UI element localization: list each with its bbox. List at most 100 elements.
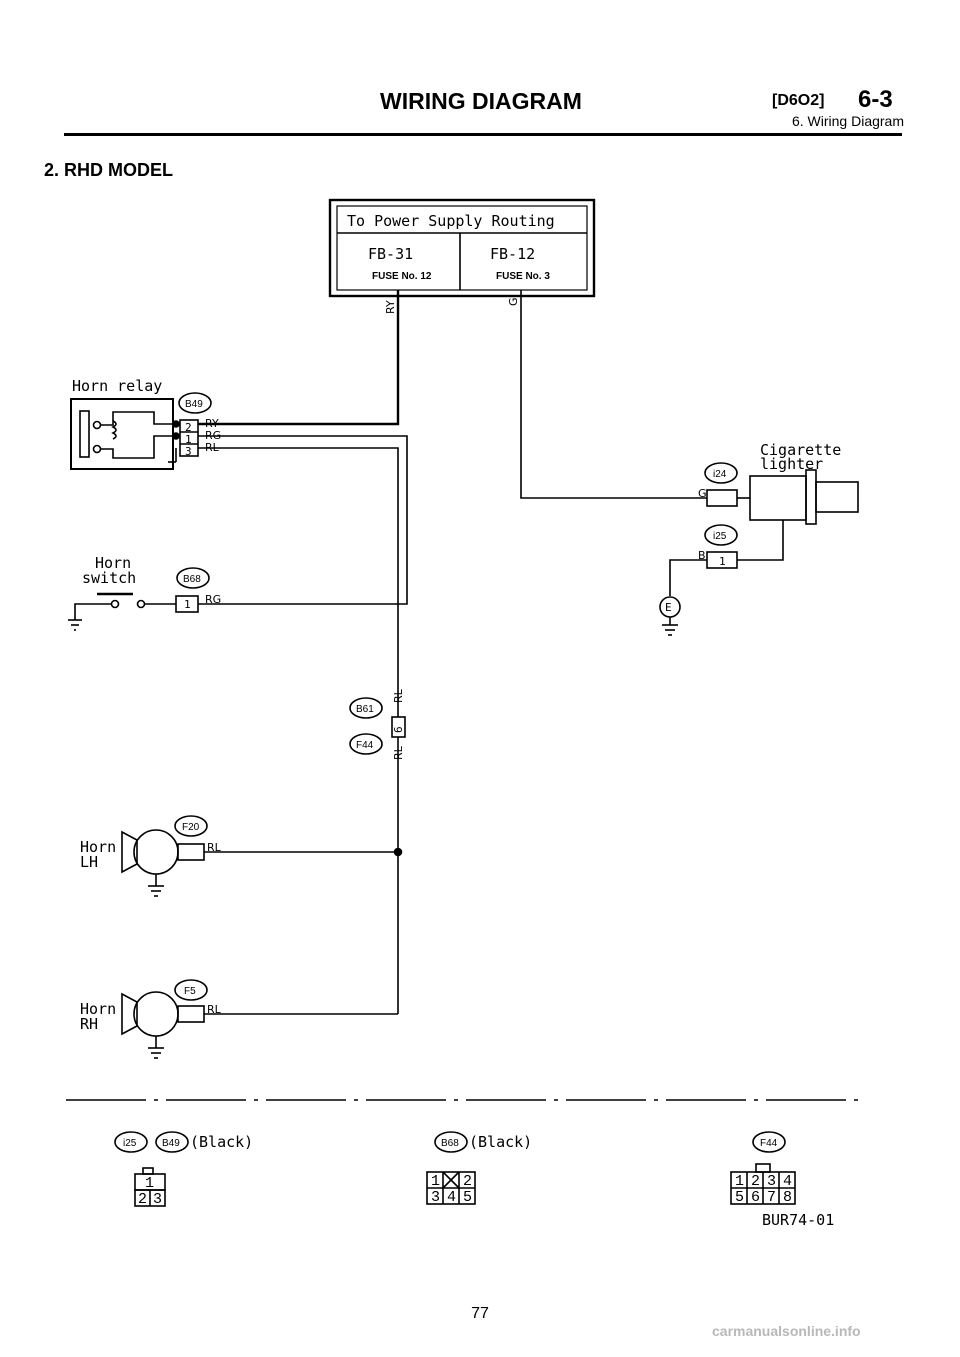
legend-8pin-8: 8: [783, 1189, 792, 1206]
connector-i25-id: i25: [713, 531, 727, 542]
horn-lh: [121, 829, 179, 897]
legend-i25-tag: [114, 1131, 148, 1153]
legend-connector-3pin: [134, 1167, 166, 1207]
connector-b61-tag: [349, 697, 383, 719]
horn-switch: [68, 592, 176, 631]
connector-i25-tag: [704, 524, 738, 546]
connector-b49-id: B49: [185, 399, 203, 410]
connector-f20-body: [177, 843, 205, 861]
b49-wire-rl: RL: [205, 441, 220, 454]
connector-b68-body: [175, 595, 199, 613]
wire-label-rl-bottom: RL: [392, 745, 405, 760]
legend-8pin-6: 6: [751, 1189, 760, 1206]
legend-f44-tag: [752, 1131, 786, 1153]
horn-lh-label-2: LH: [80, 853, 98, 871]
connector-b61-pin: 6: [392, 726, 405, 733]
legend-8pin-1: 1: [735, 1173, 744, 1190]
horn-rh-label-1: Horn: [80, 1000, 116, 1018]
connector-f20-id: F20: [182, 822, 200, 833]
b49-pin-1: 1: [185, 433, 192, 446]
cigarette-lighter: [737, 469, 859, 561]
cig-lighter-label-1: Cigarette: [760, 441, 841, 459]
legend-8pin-2: 2: [751, 1173, 760, 1190]
f20-wire-rl: RL: [207, 841, 222, 854]
wire-rl: [198, 447, 399, 717]
b49-wire-rg: RG: [205, 429, 221, 442]
power-supply-box: [328, 198, 596, 298]
connector-f5-id: F5: [184, 986, 196, 997]
legend-b68-tag: [434, 1131, 468, 1153]
connector-b61-id: B61: [356, 704, 374, 715]
power-box-right-fuse: FUSE No. 3: [496, 271, 550, 282]
legend-b68-id: B68: [441, 1138, 459, 1149]
legend-f44-id: F44: [760, 1138, 778, 1149]
horn-switch-label-2: switch: [82, 569, 136, 587]
watermark: carmanualsonline.info: [712, 1323, 861, 1339]
legend-connector-8pin: [730, 1163, 796, 1205]
legend-8pin-7: 7: [767, 1189, 776, 1206]
horn-relay-label: Horn relay: [72, 377, 162, 395]
power-box-right-label: FB-12: [490, 245, 535, 263]
horn-relay: [70, 398, 180, 470]
figure-code: BUR74-01: [762, 1211, 834, 1229]
power-box-title: To Power Supply Routing: [347, 212, 555, 230]
f5-wire-rl: RL: [207, 1003, 222, 1016]
section-title: 2. RHD MODEL: [44, 160, 174, 180]
legend-5pin-5: 5: [463, 1189, 472, 1206]
b49-wire-ry: RY: [205, 417, 219, 430]
wire-label-ry: RY: [384, 300, 397, 314]
cig-lighter-label-2: lighter: [760, 455, 823, 473]
legend-i25-id: i25: [123, 1138, 137, 1149]
legend-b49-id: B49: [162, 1138, 180, 1149]
b68-wire-rg: RG: [205, 593, 221, 606]
page-number: 77: [471, 1305, 489, 1322]
i24-wire-g: G: [698, 487, 707, 500]
i25-pin-1: 1: [719, 555, 726, 568]
connector-i24-id: i24: [713, 469, 727, 480]
header-code: [D6O2]: [772, 92, 825, 109]
b49-pin-3: 3: [185, 445, 192, 458]
wire-rg: [198, 435, 408, 605]
b68-pin-1: 1: [184, 598, 191, 611]
header-title: WIRING DIAGRAM: [380, 88, 582, 114]
wire-ry: [198, 290, 400, 426]
power-box-left-label: FB-31: [368, 245, 413, 263]
header-rule: [64, 133, 902, 136]
legend-b68-black: (Black): [469, 1133, 532, 1151]
legend-3pin-2: 2: [138, 1191, 147, 1208]
connector-b68-tag: [176, 567, 210, 589]
horn-rh: [121, 991, 179, 1059]
legend-5pin-2: 2: [463, 1173, 472, 1190]
legend-b49-tag: [155, 1131, 189, 1153]
connector-f20-tag: [174, 815, 208, 837]
ground-e: [659, 559, 707, 636]
connector-b61-f44-body: [391, 716, 406, 738]
connector-f44-tag: [349, 733, 383, 755]
horn-rh-label-2: RH: [80, 1015, 98, 1033]
power-box-left-fuse: FUSE No. 12: [372, 271, 432, 282]
legend-3pin-3: 3: [153, 1191, 162, 1208]
connector-f5-tag: [174, 979, 208, 1001]
connector-b49-body: [179, 419, 199, 457]
legend-3pin-1: 1: [145, 1175, 154, 1192]
horn-switch-label-1: Horn: [95, 554, 131, 572]
legend-b49-black: (Black): [190, 1133, 253, 1151]
connector-b68-id: B68: [183, 574, 201, 585]
connector-i24-tag: [704, 462, 738, 484]
legend-5pin-3: 3: [431, 1189, 440, 1206]
legend-5pin-1: 1: [431, 1173, 440, 1190]
ground-e-label: E: [665, 601, 672, 614]
wire-label-rl-top: RL: [392, 688, 405, 703]
connector-f44-id: F44: [356, 740, 374, 751]
legend-connector-5pin: [426, 1171, 476, 1205]
legend-8pin-5: 5: [735, 1189, 744, 1206]
connector-f5-body: [177, 1005, 205, 1023]
legend-8pin-4: 4: [783, 1173, 792, 1190]
b49-pin-2: 2: [185, 421, 192, 434]
connector-b49-tag: [178, 392, 212, 414]
header-subtitle: 6. Wiring Diagram: [791, 113, 904, 129]
connector-i24-body: [706, 489, 738, 507]
wire-label-g: G: [507, 297, 520, 306]
header-section-number: 6-3: [858, 86, 893, 113]
